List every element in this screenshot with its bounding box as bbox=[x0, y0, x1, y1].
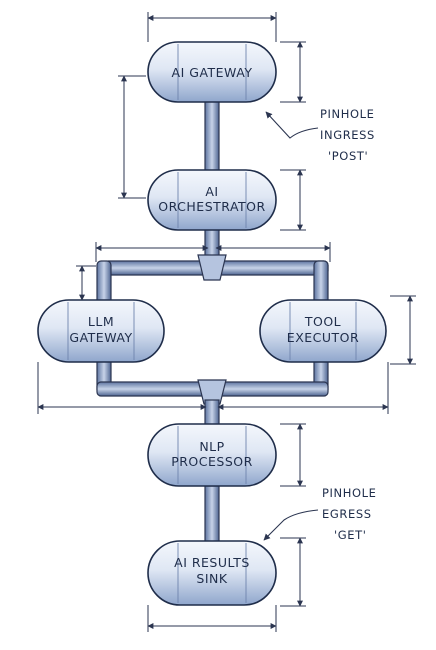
label-tool-executor-line2: EXECUTOR bbox=[287, 330, 359, 345]
tank-llm-gateway bbox=[37, 299, 165, 363]
egress-label-line1: PINHOLE bbox=[322, 486, 377, 500]
tanks bbox=[37, 41, 387, 606]
label-ai-orchestrator-line2: ORCHESTRATOR bbox=[158, 199, 265, 214]
label-llm-gateway-line2: GATEWAY bbox=[69, 330, 132, 345]
tank-seams bbox=[67, 44, 357, 603]
dimension-lines bbox=[37, 12, 416, 632]
tank-ai-gateway bbox=[147, 41, 277, 103]
label-ai-orchestrator-line1: AI bbox=[205, 184, 218, 199]
egress-leader-line bbox=[263, 509, 319, 541]
pipe-nlp-sink bbox=[204, 485, 220, 545]
ingress-label-line2: INGRESS bbox=[320, 128, 375, 142]
label-llm-gateway-line1: LLM bbox=[88, 314, 114, 329]
egress-annotation: PINHOLE EGRESS 'GET' bbox=[263, 486, 377, 542]
ingress-annotation: PINHOLE INGRESS 'POST' bbox=[265, 107, 375, 163]
tank-tool-executor bbox=[259, 299, 387, 363]
label-ai-results-sink-line2: SINK bbox=[196, 571, 227, 586]
pipes bbox=[96, 99, 329, 545]
tank-ai-orchestrator bbox=[147, 169, 277, 231]
label-nlp-processor-line1: NLP bbox=[199, 439, 224, 454]
pipe-manifold-nlp bbox=[204, 399, 220, 427]
ingress-label-line3: 'POST' bbox=[328, 149, 368, 163]
egress-label-line3: 'GET' bbox=[334, 528, 367, 542]
ingress-leader-line bbox=[265, 111, 319, 139]
label-ai-results-sink-line1: AI RESULTS bbox=[174, 555, 250, 570]
label-ai-gateway: AI GATEWAY bbox=[172, 65, 253, 80]
tank-labels: AI GATEWAY AI ORCHESTRATOR LLM GATEWAY T… bbox=[69, 65, 359, 586]
pipe-top-tee bbox=[197, 254, 227, 281]
tank-ai-results-sink bbox=[147, 540, 277, 606]
tank-nlp-processor bbox=[147, 423, 277, 487]
label-nlp-processor-line2: PROCESSOR bbox=[171, 454, 253, 469]
egress-label-line2: EGRESS bbox=[322, 507, 372, 521]
label-tool-executor-line1: TOOL bbox=[304, 314, 341, 329]
pipe-gateway-orchestrator bbox=[204, 99, 220, 173]
ingress-label-line1: PINHOLE bbox=[320, 107, 375, 121]
